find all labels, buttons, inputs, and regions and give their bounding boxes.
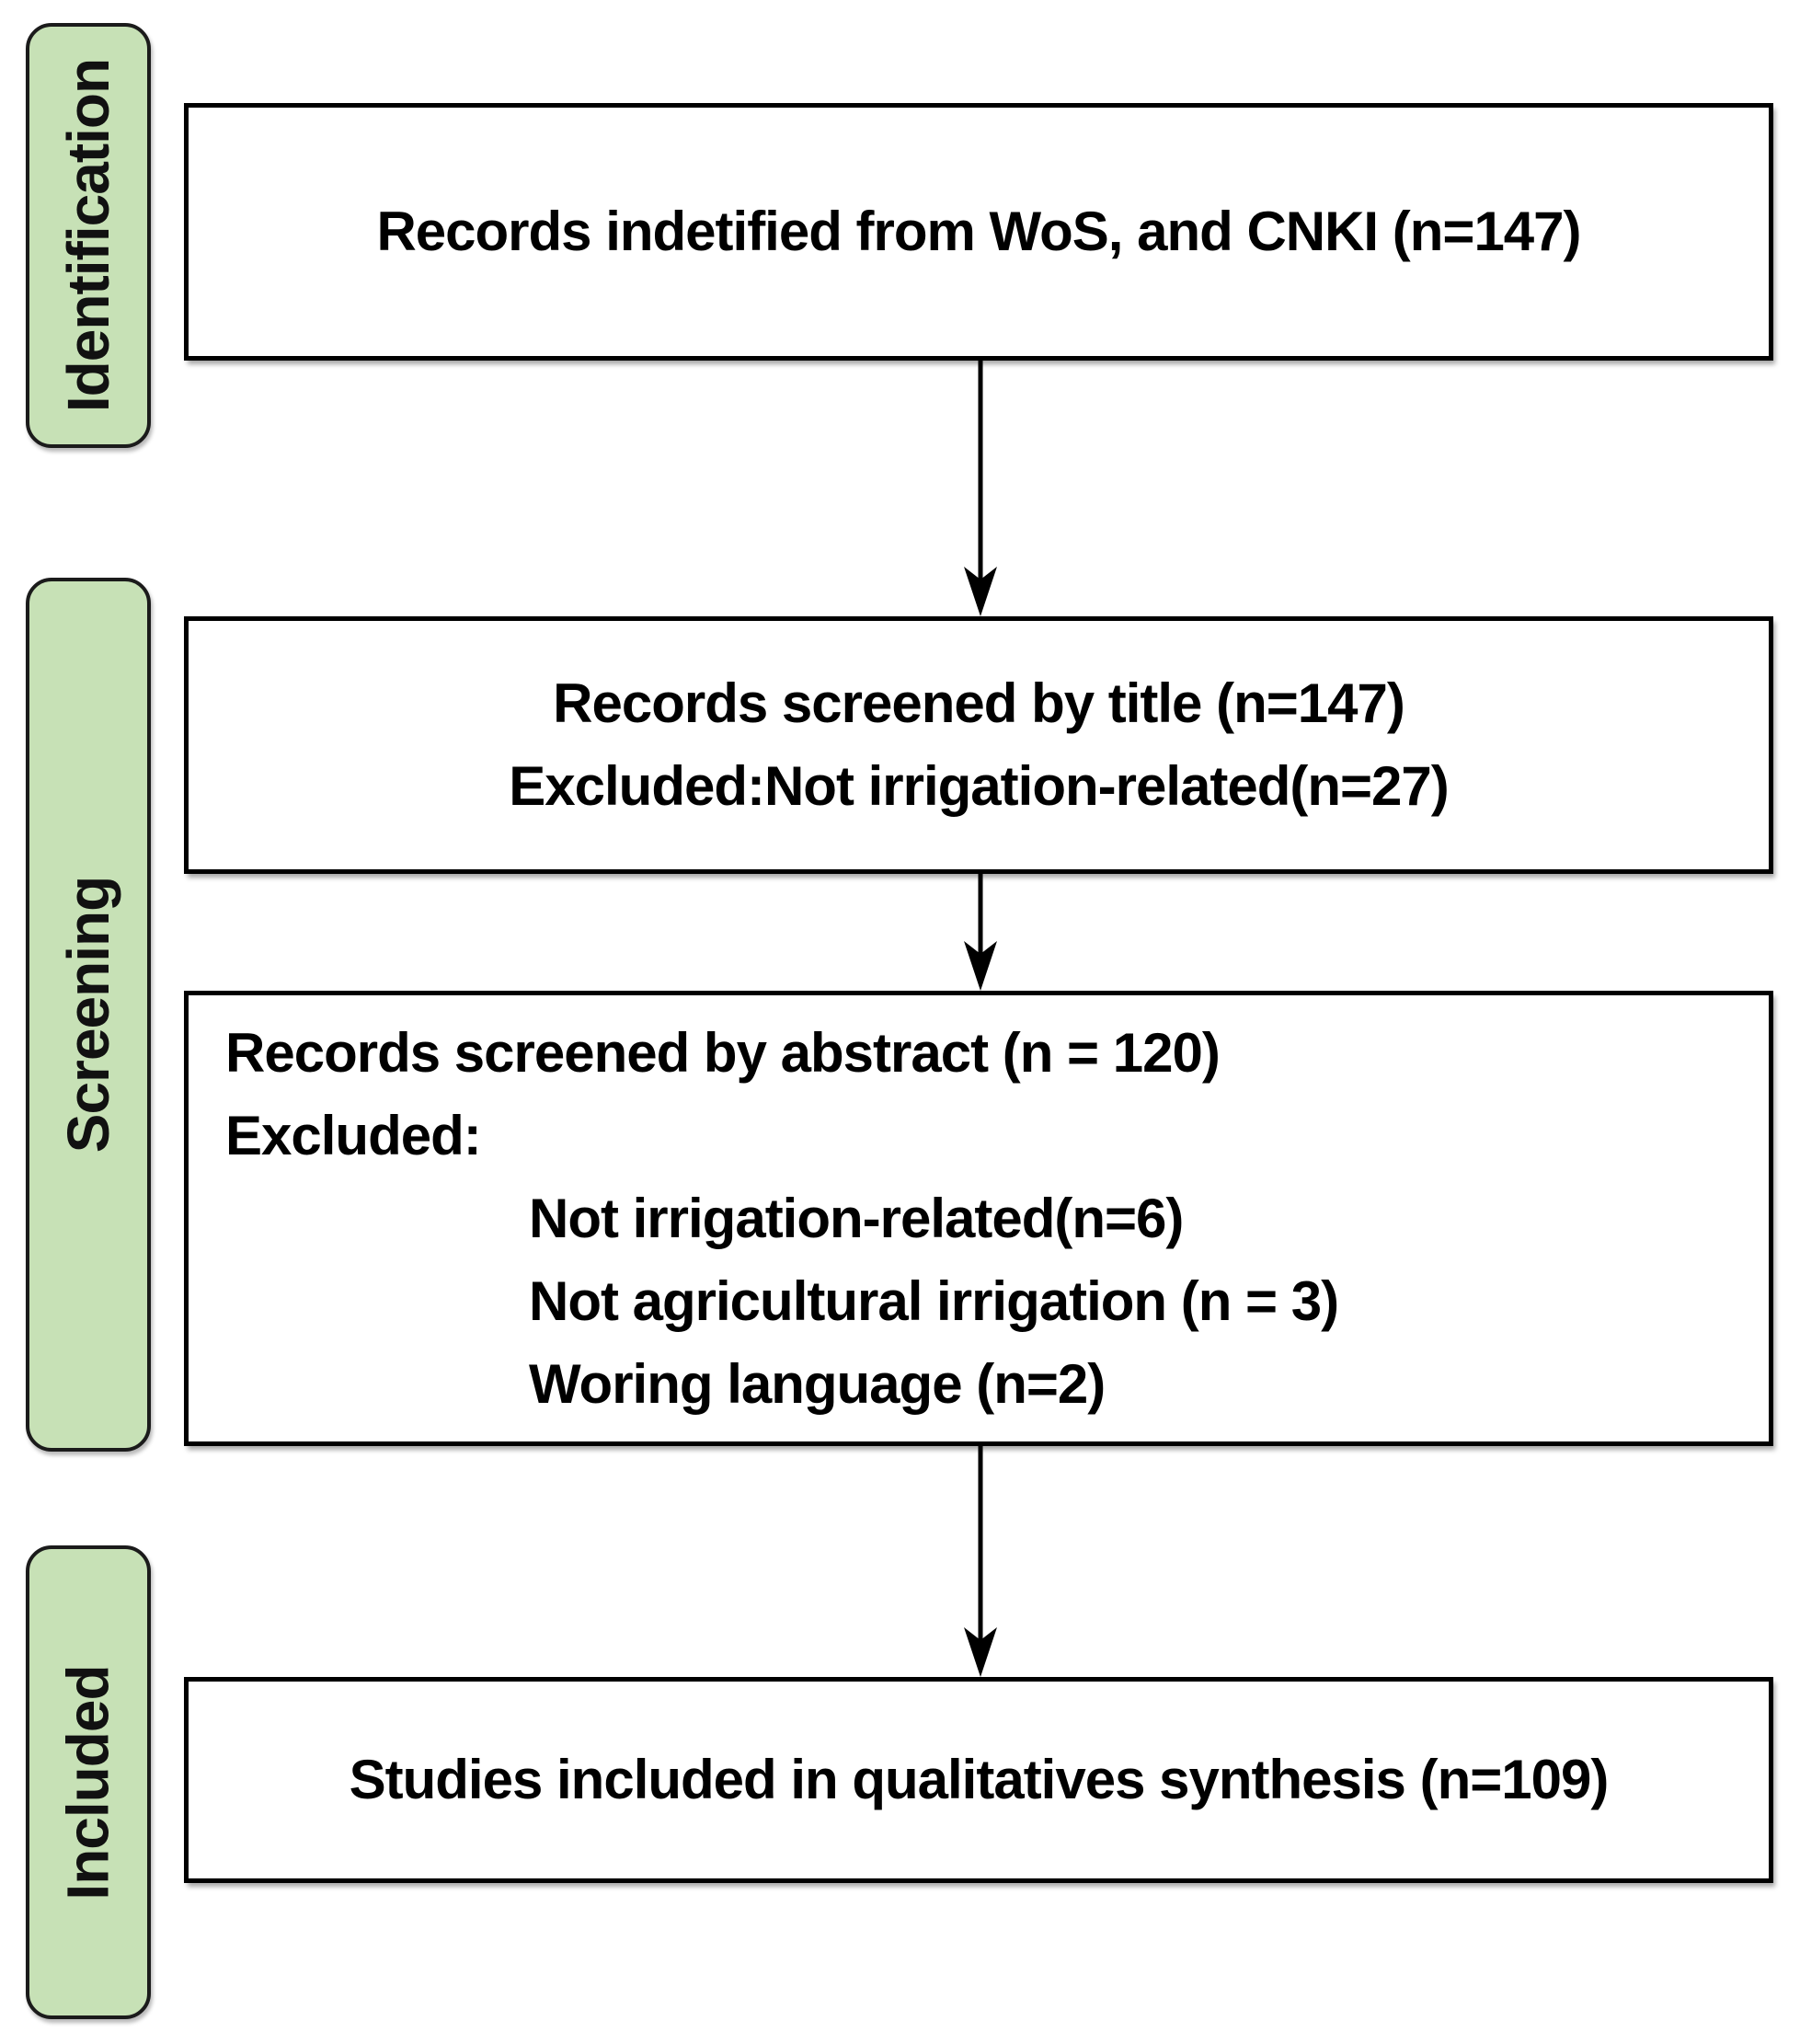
exclusion-not-agricultural: Not agricultural irrigation (n = 3) xyxy=(529,1269,1339,1332)
flow-arrow-1 xyxy=(964,361,997,616)
exclusion-not-irrigation: Not irrigation-related(n=6) xyxy=(529,1187,1184,1249)
exclusion-wrong-language: Woring language (n=2) xyxy=(529,1352,1106,1415)
stage-screening-label: Screening xyxy=(55,876,121,1154)
stage-screening: Screening xyxy=(26,578,151,1452)
stage-identification-label: Identification xyxy=(55,58,121,413)
box-studies-included: Studies included in qualitatives synthes… xyxy=(184,1677,1773,1883)
box-screened-by-abstract: Records screened by abstract (n = 120) E… xyxy=(184,991,1773,1446)
screened-abstract-text: Records screened by abstract (n = 120) xyxy=(225,1021,1221,1084)
studies-included-text: Studies included in qualitatives synthes… xyxy=(349,1749,1610,1810)
screened-title-excluded-text: Excluded:Not irrigation-related(n=27) xyxy=(509,755,1449,817)
flow-arrow-2 xyxy=(964,874,997,991)
stage-identification: Identification xyxy=(26,23,151,448)
records-identified-text: Records indetified from WoS, and CNKI (n… xyxy=(376,201,1581,262)
stage-included: Included xyxy=(26,1545,151,2019)
box-records-identified: Records indetified from WoS, and CNKI (n… xyxy=(184,103,1773,361)
box-screened-by-title: Records screened by title (n=147) Exclud… xyxy=(184,616,1773,874)
screened-title-text: Records screened by title (n=147) xyxy=(553,672,1405,734)
stage-included-label: Included xyxy=(55,1664,121,1900)
screened-abstract-excluded-label: Excluded: xyxy=(225,1104,482,1166)
flow-arrow-3 xyxy=(964,1446,997,1677)
